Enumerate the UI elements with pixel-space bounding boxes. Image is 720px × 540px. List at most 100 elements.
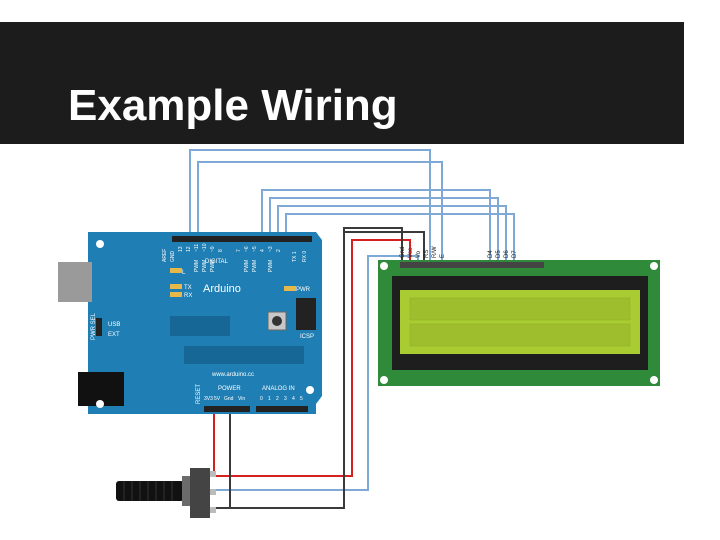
pin-label-8: 8 <box>218 249 224 252</box>
label-power: POWER <box>218 386 241 392</box>
mount-hole <box>650 262 658 270</box>
arduino-board: DIGITAL L TX RX Arduino PWR USB EXT ICSP… <box>58 232 322 414</box>
potentiometer-pin <box>210 507 216 513</box>
pwm-label: PWM <box>252 260 258 272</box>
pwm-label: PWM <box>244 260 250 272</box>
wire-pot-wiper <box>212 255 419 491</box>
signal-wires <box>189 149 515 491</box>
label-url: www.arduino.cc <box>211 372 254 378</box>
pin-label-9: ~9 <box>210 246 216 252</box>
label-pwr-sel: PWR SEL <box>91 312 97 340</box>
wire-gnd-rw <box>344 231 425 262</box>
pin-label-a5: 5 <box>300 396 303 402</box>
pin-label-5v: 5V <box>214 396 221 402</box>
mount-hole <box>380 262 388 270</box>
arduino-labels: DIGITAL L TX RX Arduino PWR USB EXT ICSP… <box>91 259 314 404</box>
led-rx <box>170 292 182 297</box>
pin-label-tx: TX 1 <box>292 251 298 262</box>
lcd-module <box>378 260 660 386</box>
label-icsp: ICSP <box>300 334 314 340</box>
potentiometer-pin <box>210 489 216 495</box>
label-led-l: L <box>182 270 186 276</box>
pin-label-gnd-power: Gnd <box>224 396 234 402</box>
potentiometer-body <box>190 468 210 518</box>
pin-label-3v3: 3V3 <box>204 396 213 402</box>
pin-label-7: 7 <box>236 249 242 252</box>
digital-pin-labels: AREF GND 13 12 ~11 ~10 ~9 8 7 ~6 ~5 4 ~3… <box>162 243 308 272</box>
potentiometer <box>116 468 216 518</box>
pin-label-6: ~6 <box>244 246 250 252</box>
power-pin-labels: 3V3 5V Gnd Vin 0 1 2 3 4 5 <box>204 396 303 402</box>
label-reset: RESET <box>196 384 202 404</box>
label-pwr: PWR <box>296 287 311 293</box>
pin-label-rx: RX 0 <box>302 251 308 262</box>
lcd-pin-vcc: Vcc <box>408 248 414 258</box>
potentiometer-pin <box>210 471 216 477</box>
pin-label-12: 12 <box>186 246 192 252</box>
pwm-label: PWM <box>210 260 216 272</box>
pin-label-a2: 2 <box>276 396 279 402</box>
wire-lcd-d4 <box>261 189 491 262</box>
lcd-pin-vo: Vo <box>416 250 422 258</box>
pin-label-vin: Vin <box>238 396 245 402</box>
lcd-character-grid <box>409 297 631 347</box>
chip <box>184 346 304 364</box>
lcd-pin-labels: Gnd Vcc Vo RS R/W E D4 D5 D6 D7 <box>400 246 518 258</box>
mount-hole <box>96 400 104 408</box>
lcd-pin-gnd: Gnd <box>400 247 406 258</box>
pwm-label: PWM <box>268 260 274 272</box>
lcd-pin-e: E <box>440 254 446 258</box>
pwr-sel-jumper <box>96 318 102 336</box>
pin-label-5: ~5 <box>252 246 258 252</box>
analog-header <box>256 406 308 412</box>
lcd-pin-d6: D6 <box>504 250 510 258</box>
lcd-header <box>400 262 544 268</box>
lcd-pin-d5: D5 <box>496 250 502 258</box>
pin-label-10: ~10 <box>202 243 208 252</box>
led-pwr <box>284 286 296 291</box>
pin-label-a4: 4 <box>292 396 295 402</box>
mount-hole <box>650 376 658 384</box>
led-tx <box>170 284 182 289</box>
label-led-rx: RX <box>184 293 192 299</box>
lcd-pin-d7: D7 <box>512 250 518 258</box>
wire-lcd-d5 <box>269 197 499 262</box>
wire-gnd <box>229 227 403 509</box>
title-bar <box>0 22 684 144</box>
label-analog-in: ANALOG IN <box>262 386 295 392</box>
reset-button-cap <box>272 316 282 326</box>
pin-label-11: ~11 <box>194 244 200 252</box>
wire-lcd-e <box>197 161 443 262</box>
wire-lcd-d6 <box>277 205 507 262</box>
pin-label-4: 4 <box>260 249 266 252</box>
pin-label-13: 13 <box>178 246 184 252</box>
slide-title: Example Wiring <box>68 81 398 130</box>
usb-port <box>58 262 92 302</box>
power-header <box>204 406 250 412</box>
pin-label-a0: 0 <box>260 396 263 402</box>
pin-label-a1: 1 <box>268 396 271 402</box>
mount-hole <box>380 376 388 384</box>
pwm-label: PWM <box>194 260 200 272</box>
mount-hole <box>306 386 314 394</box>
mount-hole <box>96 240 104 248</box>
pin-label-gnd: GND <box>170 251 176 263</box>
potentiometer-bushing <box>182 476 192 506</box>
digital-header <box>172 236 312 242</box>
label-led-tx: TX <box>184 285 192 291</box>
icsp-header <box>296 298 316 330</box>
potentiometer-knob-shaft <box>116 481 184 501</box>
pwm-label: PWM <box>202 260 208 272</box>
pin-label-2: 2 <box>276 249 282 252</box>
label-digital: DIGITAL <box>205 259 229 265</box>
lcd-pin-rs: RS <box>424 250 430 258</box>
chip-2 <box>170 316 230 336</box>
arduino-logo: Arduino <box>203 283 241 295</box>
label-ext: EXT <box>108 332 120 338</box>
lcd-pin-rw: R/W <box>432 246 438 258</box>
pin-label-a3: 3 <box>284 396 287 402</box>
wire-lcd-d7 <box>285 213 515 262</box>
wire-5v <box>213 239 411 477</box>
pin-label-3: ~3 <box>268 246 274 252</box>
